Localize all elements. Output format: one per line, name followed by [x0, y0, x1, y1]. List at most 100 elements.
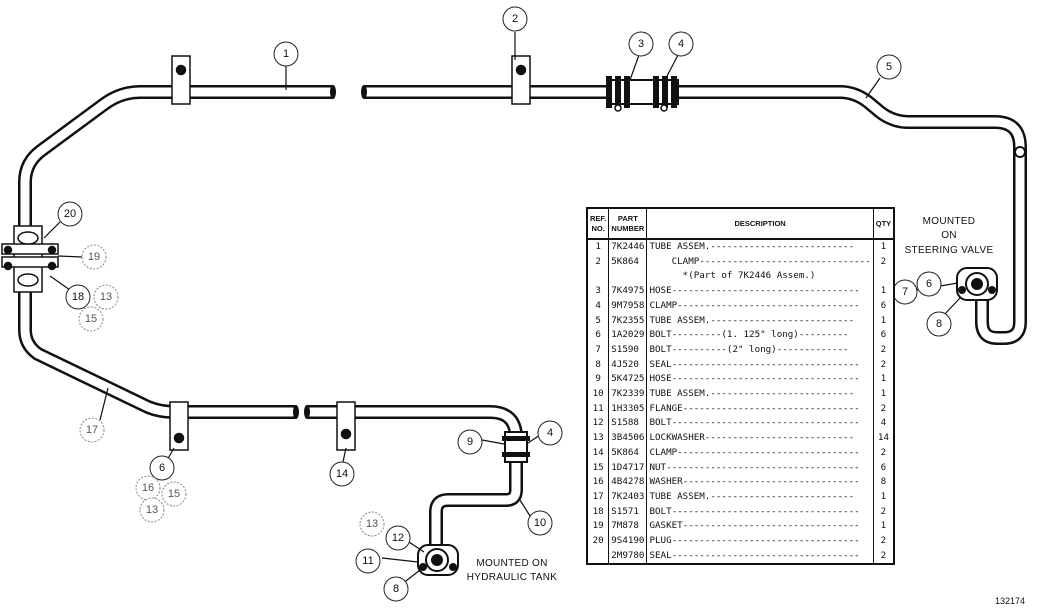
ref-no-header: REF.NO. — [586, 207, 610, 240]
part-number-cell: 7M878 — [608, 519, 648, 535]
svg-text:14: 14 — [336, 468, 348, 480]
description-cell: SEAL---------------------------------- — [646, 357, 874, 373]
description-cell: TUBE ASSEM.-------------------------- — [646, 313, 874, 329]
ref-cell: 20 — [587, 534, 610, 549]
svg-text:15: 15 — [168, 488, 180, 500]
svg-text:17: 17 — [86, 424, 98, 436]
hose-with-clamps-top — [606, 76, 679, 112]
callout-8-tank: 8 — [383, 576, 409, 602]
callout-4-bottom: 4 — [537, 420, 563, 446]
callout-16: 16 — [135, 475, 161, 501]
ref-cell: 15 — [587, 460, 610, 476]
svg-text:13: 13 — [366, 518, 378, 530]
callout-20: 20 — [57, 201, 83, 227]
qty-cell: 2 — [880, 343, 887, 355]
svg-text:19: 19 — [88, 251, 100, 263]
qty-cell: 2 — [880, 358, 887, 370]
ref-cell: 8 — [587, 357, 610, 373]
description-cell: GASKET-------------------------------- — [646, 519, 874, 535]
svg-text:13: 13 — [100, 291, 112, 303]
ref-cell: 12 — [587, 416, 610, 432]
svg-text:2: 2 — [512, 13, 518, 25]
part-number-cell: 7K2403 — [608, 489, 648, 505]
callout-4: 4 — [668, 31, 694, 57]
qty-cell: 1 — [880, 241, 887, 252]
description-cell: CLAMP--------------------------------- — [646, 445, 874, 461]
callout-11: 11 — [355, 548, 381, 574]
part-number-cell: 7K2355 — [608, 313, 648, 329]
ref-cell: 19 — [587, 519, 610, 535]
description-cell: TUBE ASSEM.-------------------------- — [646, 489, 874, 505]
part-number-cell: 9M7958 — [608, 298, 648, 314]
ref-cell — [587, 269, 610, 285]
callout-13-bottom: 13 — [139, 497, 165, 523]
svg-text:11: 11 — [362, 555, 373, 567]
qty-cell: 2 — [880, 402, 887, 414]
ref-cell: 4 — [587, 298, 610, 314]
svg-text:6: 6 — [159, 462, 165, 474]
qty-cell: 14 — [877, 432, 889, 444]
callout-5: 5 — [876, 54, 902, 80]
callout-18: 18 — [65, 284, 91, 310]
description-cell: BOLT----------(2" long)------------- — [646, 342, 874, 358]
part-number-cell: S1590 — [608, 342, 648, 358]
qty-cell: 2 — [880, 549, 887, 561]
clamp-top-left — [171, 55, 191, 105]
svg-text:13: 13 — [146, 504, 158, 516]
qty-cell: 1 — [880, 373, 887, 385]
description-cell: FLANGE-------------------------------- — [646, 401, 874, 417]
qty-cell: 6 — [880, 461, 887, 473]
ref-cell: 18 — [587, 504, 610, 520]
qty-cell: 6 — [880, 299, 887, 311]
svg-text:12: 12 — [392, 532, 404, 544]
description-cell: HOSE---------------------------------- — [646, 284, 874, 299]
callout-6-left: 6 — [149, 455, 175, 481]
ref-cell: 14 — [587, 445, 610, 461]
description-cell: BOLT---------------------------------- — [646, 416, 874, 432]
part-number-cell: 4B4278 — [608, 475, 648, 490]
description-cell: TUBE ASSEM.-------------------------- — [646, 387, 874, 402]
ref-cell: 6 — [587, 328, 610, 343]
part-number-cell: 5K4725 — [608, 372, 648, 388]
callout-15-left: 15 — [78, 306, 104, 332]
part-number-cell: 1A2029 — [608, 328, 648, 343]
part-number-cell: S1588 — [608, 416, 648, 432]
svg-text:4: 4 — [678, 38, 684, 50]
steering-valve-note: MOUNTED ON STEERING VALVE — [905, 216, 994, 256]
svg-text:6: 6 — [926, 278, 932, 290]
description-cell: CLAMP--------------------------------- — [646, 298, 874, 314]
description-cell: SEAL---------------------------------- — [646, 548, 874, 565]
hydraulic-tank-note: MOUNTED ON HYDRAULIC TANK — [467, 558, 557, 583]
ref-cell: 3 — [587, 284, 610, 299]
steering-valve-flange — [956, 267, 998, 301]
svg-text:ON: ON — [941, 230, 957, 241]
qty-cell: 1 — [880, 314, 887, 326]
part-number-cell: 4J520 — [608, 357, 648, 373]
right-tube-bolt — [1014, 146, 1026, 158]
svg-text:1: 1 — [283, 48, 289, 60]
part-number-cell: 1D4717 — [608, 460, 648, 476]
description-cell: HOSE---------------------------------- — [646, 372, 874, 388]
svg-text:STEERING VALVE: STEERING VALVE — [905, 245, 994, 256]
part-number-cell: 2M9780 — [608, 548, 648, 565]
ref-cell: 5 — [587, 313, 610, 329]
description-cell: TUBE ASSEM.-------------------------- — [646, 239, 874, 255]
callout-15-bottom: 15 — [161, 481, 187, 507]
part-number-cell: S1571 — [608, 504, 648, 520]
qty-header: QTY — [872, 207, 895, 240]
ref-cell: 13 — [587, 431, 610, 446]
qty-cell — [873, 269, 894, 284]
hose-with-clamps-bottom — [502, 431, 530, 463]
part-number-cell: 3B4506 — [608, 431, 648, 446]
svg-text:16: 16 — [142, 482, 154, 494]
description-cell: WASHER-------------------------------- — [646, 475, 874, 490]
description-cell: CLAMP------------------------------- — [646, 254, 874, 270]
callout-17: 17 — [79, 417, 105, 443]
